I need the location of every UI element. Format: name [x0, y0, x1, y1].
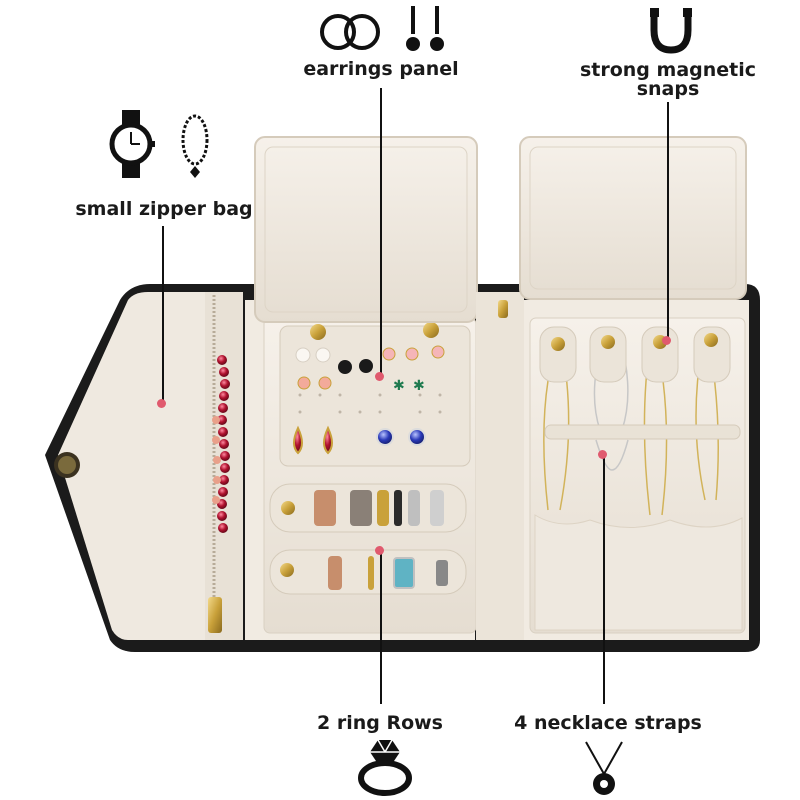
magnet-icon [650, 8, 692, 54]
hoop-earrings-icon [320, 14, 380, 50]
watch-icon [109, 110, 155, 178]
necklace-callout-line [603, 456, 605, 704]
magnetic-callout-line [667, 102, 669, 340]
earrings-callout-dot [375, 372, 384, 381]
earrings-panel-label: earrings panel [303, 58, 459, 80]
ring-icon [358, 739, 412, 796]
necklace-straps-label: 4 necklace straps [514, 712, 702, 734]
zipper-callout-line [162, 226, 164, 402]
magnetic-snaps-label-line1: strong magnetic [579, 59, 757, 81]
magnetic-callout-dot [662, 336, 671, 345]
rings-callout-dot [375, 546, 384, 555]
necklace-pendant-icon [585, 741, 623, 795]
magnetic-snaps-label-line2: snaps [636, 78, 700, 100]
necklace-callout-dot [598, 450, 607, 459]
bracelet-icon [181, 114, 209, 178]
ring-rows-label: 2 ring Rows [316, 712, 443, 734]
svg-text:✱: ✱ [393, 378, 405, 394]
stud-earrings-icon [406, 6, 444, 51]
svg-text:✱: ✱ [413, 378, 425, 394]
earrings-callout-line [380, 88, 382, 376]
middle-panel: ✱ ✱ [245, 136, 478, 640]
right-panel [519, 136, 749, 640]
rings-callout-line [380, 552, 382, 704]
zipper-callout-dot [157, 399, 166, 408]
small-zipper-bag-label: small zipper bag [75, 198, 253, 220]
